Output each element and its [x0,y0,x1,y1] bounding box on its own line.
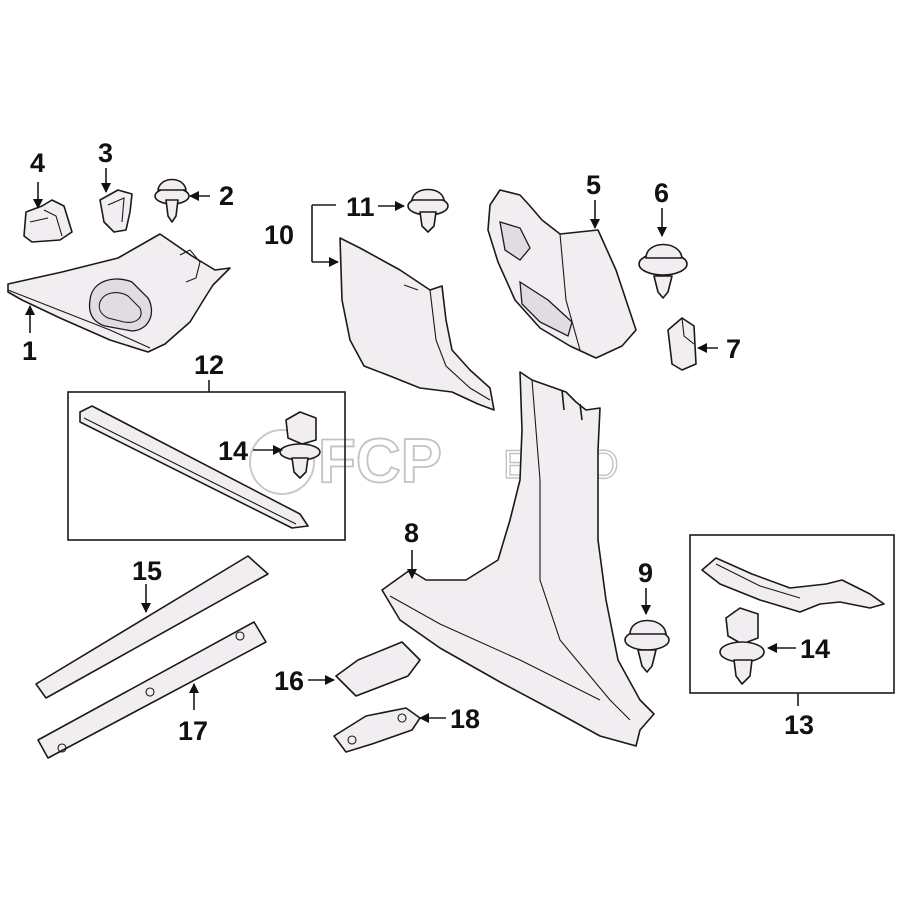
part-3-clip [99,189,133,233]
callout-3: 3 [98,138,113,168]
part-12-sill-strip [79,405,309,529]
callout-1: 1 [22,336,37,366]
part-2-clip [154,178,190,223]
part-8-pillar-trim [381,371,655,747]
callout-13: 13 [784,710,814,740]
callout-18: 18 [450,704,480,734]
callout-7: 7 [726,334,741,364]
part-10-trim-panel [339,237,495,411]
part-1-dash-trim [7,233,231,353]
callout-16: 16 [274,666,304,696]
leader-lines [25,168,799,723]
part-7-bracket [667,317,697,371]
part-9-clip [624,619,670,673]
part-14-clip-right [719,607,765,685]
callout-12: 12 [194,350,224,380]
part-16-pad [335,641,421,697]
callout-9: 9 [638,558,653,588]
part-17-sill-pad [37,621,267,759]
callout-2: 2 [219,181,234,211]
callout-8: 8 [404,518,419,548]
callout-10: 10 [264,220,294,250]
callout-5: 5 [586,170,601,200]
part-13-trim [701,557,885,613]
part-18-bracket [333,707,421,753]
callout-14-left: 14 [218,436,248,466]
group-13-box [689,534,895,694]
watermark-brand: FCP [318,427,442,496]
part-6-clip [638,243,688,299]
callout-4: 4 [30,148,45,178]
callout-14-right: 14 [800,634,830,664]
callout-17: 17 [178,716,208,746]
part-11-clip [407,188,449,233]
part-4-bracket [23,199,73,243]
part-5-pillar-trim [487,189,637,359]
callout-15: 15 [132,556,162,586]
part-14-clip-left [279,411,321,479]
callout-11: 11 [346,192,375,222]
group-12-box [67,391,346,541]
callout-6: 6 [654,178,669,208]
part-15-sill-pad [35,555,269,699]
